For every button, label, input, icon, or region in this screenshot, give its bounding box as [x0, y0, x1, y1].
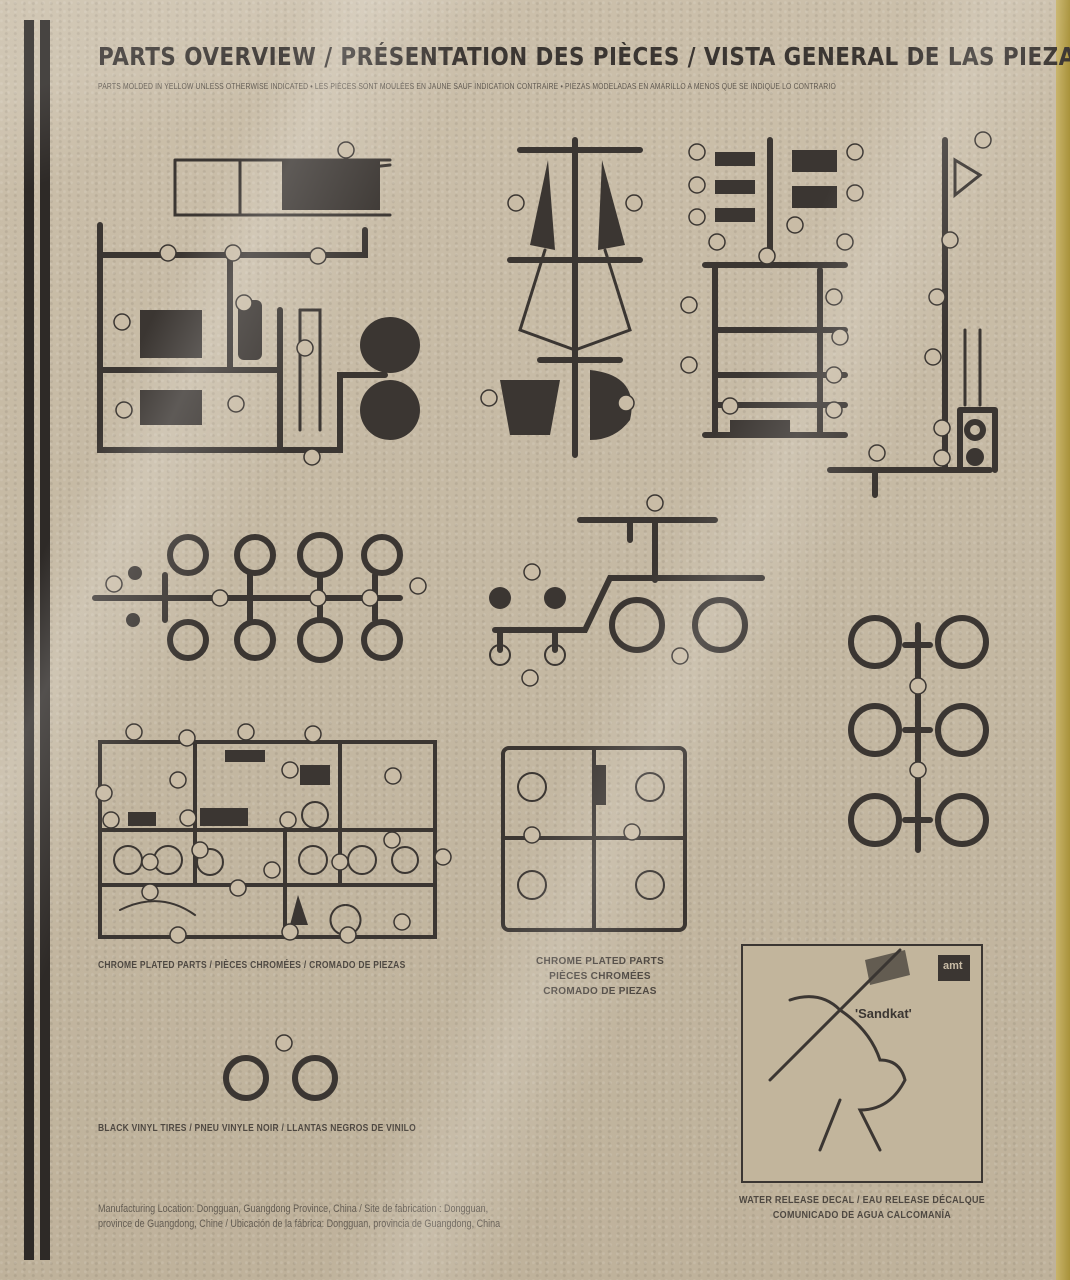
callouts-chrome [95, 723, 641, 1052]
decal-brand-logo: amt [943, 960, 963, 972]
tire-stack-right [848, 615, 989, 853]
callouts-tree-a [113, 141, 355, 466]
caption-vinyl-tires: BLACK VINYL TIRES / PNEU VINYLE NOIR / L… [98, 1123, 417, 1134]
callouts-tires [105, 494, 927, 779]
caption-chrome-mid-3: CROMADO DE PIEZAS [543, 986, 657, 997]
callouts-tree-d [868, 131, 992, 467]
sprue-tree-e [489, 517, 765, 666]
caption-decal-1: WATER RELEASE DECAL / EAU RELEASE DÉCALQ… [738, 1195, 986, 1206]
caption-chrome-left: CHROME PLATED PARTS / PIÈCES CHROMÉES / … [98, 960, 406, 971]
sprue-tree-b [500, 137, 643, 458]
caption-chrome-mid-1: CHROME PLATED PARTS [535, 956, 665, 967]
sprue-tree-c [702, 137, 848, 438]
left-stripe-1 [24, 20, 34, 1260]
decal-sheet [741, 944, 983, 1183]
sprue-tree-a [97, 158, 420, 453]
callouts-tree-c [680, 143, 864, 419]
caption-chrome-mid-2: PIÈCES CHROMÉES [549, 971, 651, 982]
footer-mfg-line-1: Manufacturing Location: Dongguan, Guangd… [98, 1203, 489, 1215]
callouts-tree-b [480, 194, 643, 412]
sprue-tree-d [827, 137, 998, 498]
page-title: PARTS OVERVIEW / PRÉSENTATION DES PIÈCES… [98, 42, 1070, 71]
page-subtitle: PARTS MOLDED IN YELLOW UNLESS OTHERWISE … [98, 82, 836, 91]
decal-name: 'Sandkat' [855, 1006, 912, 1021]
footer-mfg-line-2: province de Guangdong, Chine / Ubicación… [98, 1218, 501, 1230]
left-stripe-2 [40, 20, 50, 1260]
box-yellow-edge [1056, 0, 1070, 1280]
vinyl-tires [223, 1055, 338, 1101]
tire-row-small [92, 532, 403, 663]
caption-decal-2: COMUNICADO DE AGUA CALCOMANÍA [772, 1210, 952, 1221]
